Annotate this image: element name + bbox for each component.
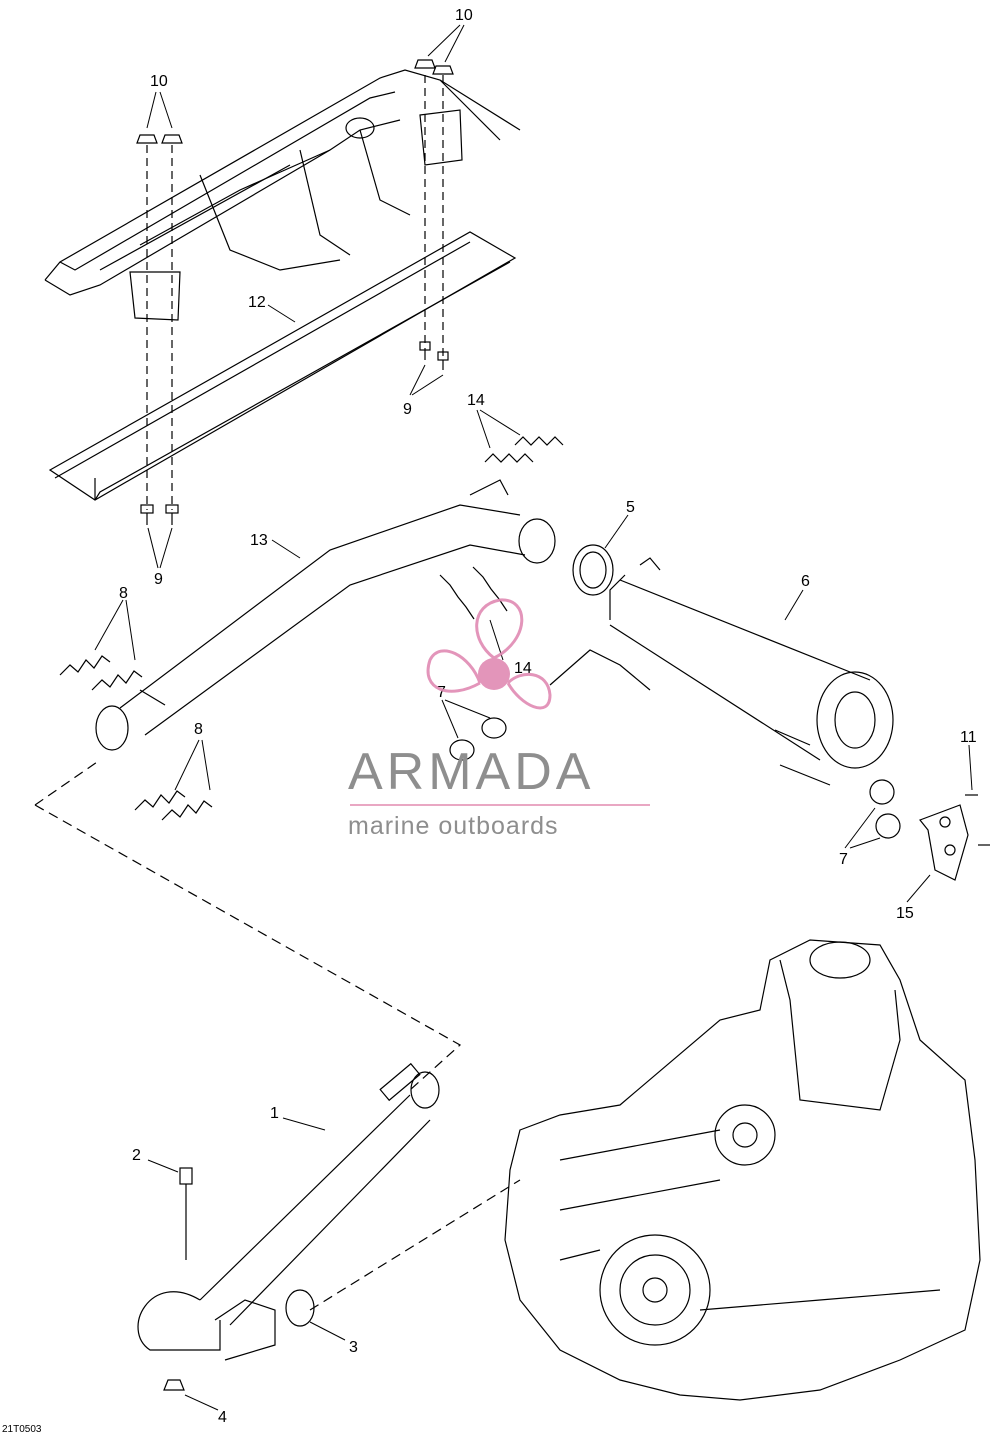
watermark-divider <box>350 804 650 806</box>
figure-code: 21T0503 <box>2 1424 42 1435</box>
exhaust-pipe-part-13 <box>95 479 556 751</box>
callout-leaders <box>94 24 973 1411</box>
callout-10: 10 <box>150 73 168 90</box>
armada-propeller-logo <box>426 598 552 710</box>
gasket-part-3 <box>285 1289 315 1327</box>
callout-4: 4 <box>218 1409 227 1426</box>
watermark-subtitle: marine outboards <box>348 812 559 840</box>
callout-8: 8 <box>194 721 203 738</box>
callout-7: 7 <box>437 684 446 701</box>
callout-9: 9 <box>154 571 163 588</box>
bolt-part-2 <box>179 1167 193 1260</box>
seal-ring-part-5 <box>572 544 614 596</box>
muffler-part-6 <box>549 557 894 786</box>
engine-link-line <box>309 1179 521 1311</box>
engine <box>504 939 981 1401</box>
callout-3: 3 <box>349 1339 358 1356</box>
nut-part-4 <box>163 1379 185 1391</box>
spring-part-8 <box>59 655 213 821</box>
flange-nut-part-10 <box>136 59 454 144</box>
callout-1: 1 <box>270 1105 279 1122</box>
watermark-title: ARMADA <box>348 743 595 801</box>
callout-8: 8 <box>119 585 128 602</box>
front-pipe-part-1 <box>137 1062 440 1361</box>
spring-part-14 <box>439 436 564 620</box>
callout-11: 11 <box>960 729 977 746</box>
callout-15: 15 <box>896 905 914 922</box>
assembly-link-line <box>34 759 462 1091</box>
callout-14: 14 <box>514 660 532 677</box>
vehicle-frame <box>44 69 521 321</box>
screw-part-11 <box>965 794 990 846</box>
callout-2: 2 <box>132 1147 141 1164</box>
callout-13: 13 <box>250 532 268 549</box>
callout-12: 12 <box>248 294 266 311</box>
callout-14: 14 <box>467 392 485 409</box>
bolt-part-9 <box>140 341 449 525</box>
heat-shield-part-12 <box>48 231 517 501</box>
callout-10: 10 <box>455 7 473 24</box>
bracket-part-15 <box>919 804 969 881</box>
fastener-alignment-lines <box>146 75 444 510</box>
callout-numbers: 10 10 12 9 9 13 14 14 5 6 8 8 7 7 11 15 … <box>119 7 977 1426</box>
callout-5: 5 <box>626 499 635 516</box>
callout-6: 6 <box>801 573 810 590</box>
callout-7: 7 <box>839 851 848 868</box>
callout-9: 9 <box>403 401 412 418</box>
grommet-part-7 <box>449 717 901 839</box>
